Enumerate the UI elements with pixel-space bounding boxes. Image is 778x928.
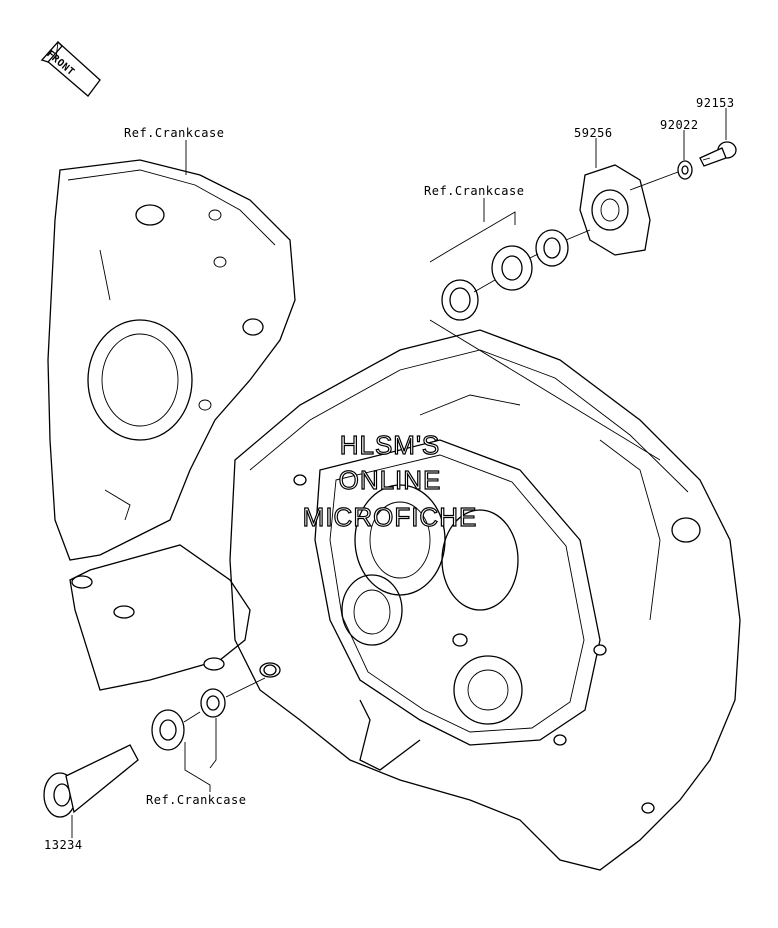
ref-crankcase-label-shaft: Ref.Crankcase [146, 793, 247, 807]
watermark-line-1: HLSM'S [339, 429, 441, 460]
gear-13234 [43, 744, 139, 818]
ref-crankcase-label-pump: Ref.Crankcase [424, 184, 525, 198]
shaft-assembly [43, 677, 266, 818]
watermark-line-2: ONLINE [338, 464, 442, 495]
shaft-seal [200, 688, 226, 718]
pump-seal-small [535, 229, 569, 267]
pump-bearing [441, 279, 479, 321]
part-number-label: 92022 [660, 118, 699, 132]
pump-seal-large [491, 245, 533, 291]
ref-crankcase-label-top: Ref.Crankcase [124, 126, 225, 140]
pump-cover-59256 [579, 164, 651, 256]
part-number-label: 92153 [696, 96, 735, 110]
bolt-92153 [699, 141, 737, 167]
water-pump-assembly [429, 141, 737, 461]
front-arrow-icon [40, 41, 101, 97]
washer-92022 [677, 160, 693, 180]
part-number-label: 13234 [44, 838, 83, 852]
part-number-label: 59256 [574, 126, 613, 140]
watermark-line-3: MICROFICHE [302, 501, 478, 532]
right-crankcase-half [229, 329, 741, 871]
shaft-bearing [151, 709, 185, 751]
left-crankcase-half [47, 159, 296, 691]
